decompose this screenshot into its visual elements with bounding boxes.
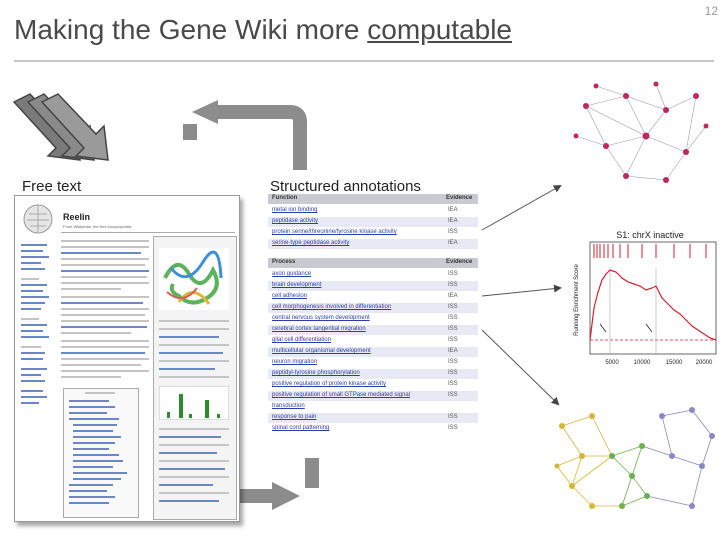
process-evidence-code: IEA xyxy=(448,293,458,299)
gsea-arrow-b xyxy=(645,323,653,333)
gsea-ylabel: Running Enrichment Score xyxy=(574,263,580,335)
process-row: response to pain ISS xyxy=(268,413,478,423)
gene-network-image-bottom xyxy=(554,407,715,509)
process-evidence-code: ISS xyxy=(448,315,458,321)
arrow-to-gsea-plot xyxy=(481,284,562,297)
function-term-link[interactable]: peptidase activity xyxy=(272,218,319,224)
process-evidence-code: IEA xyxy=(448,348,458,354)
function-term-link[interactable]: metal ion binding xyxy=(272,207,318,213)
process-evidence-code: ISS xyxy=(448,304,458,310)
process-evidence-code: ISS xyxy=(448,370,458,376)
process-term-link[interactable]: cell adhesion xyxy=(272,293,308,299)
process-evidence-code: ISS xyxy=(448,392,458,398)
process-evidence-header: Evidence xyxy=(446,259,473,265)
wiki-title-rule xyxy=(61,232,235,233)
title-emphasis: computable xyxy=(367,14,513,45)
process-term-link[interactable]: spinal cord patterning xyxy=(272,425,330,431)
process-row: cerebral cortex tangential migration ISS xyxy=(268,325,478,335)
gsea-tick-2: 10000 xyxy=(634,360,651,366)
gsea-frame xyxy=(589,241,717,355)
free-text-label: Free text xyxy=(22,178,82,195)
process-row: positive regulation of small GTPase medi… xyxy=(268,391,478,401)
expression-bar-chart xyxy=(159,386,229,420)
process-term-link[interactable]: multicellular organismal development xyxy=(272,348,371,354)
process-evidence-code: ISS xyxy=(448,282,458,288)
gsea-hit-ticks xyxy=(593,244,707,258)
function-evidence-code: IEA xyxy=(448,207,458,213)
gene-network-image-top xyxy=(573,81,709,183)
process-row: cell morphogenesis involved in different… xyxy=(268,303,478,313)
function-evidence-code: ISS xyxy=(448,229,458,235)
process-row: axon guidance ISS xyxy=(268,270,478,280)
process-row: transduction xyxy=(268,402,478,412)
wiki-article-title: Reelin xyxy=(63,212,91,222)
function-evidence-code: IEA xyxy=(448,240,458,246)
function-evidence-header: Evidence xyxy=(446,195,473,201)
function-row: peptidase activity IEA xyxy=(268,217,478,227)
process-term-link[interactable]: cerebral cortex tangential migration xyxy=(272,326,366,332)
process-header-row: Process Evidence xyxy=(268,258,478,268)
function-row: serine-type peptidase activity IEA xyxy=(268,239,478,249)
process-row: peptidyl-tyrosine phosphorylation ISS xyxy=(268,369,478,379)
process-evidence-code: ISS xyxy=(448,337,458,343)
process-row: central nervous system development ISS xyxy=(268,314,478,324)
wikipedia-article-thumbnail: Reelin From Wikipedia, the free encyclop… xyxy=(14,195,240,522)
process-term-link[interactable]: transduction xyxy=(272,403,305,409)
process-term-link[interactable]: peptidyl-tyrosine phosphorylation xyxy=(272,370,360,376)
gsea-tick-1: 5000 xyxy=(605,360,619,366)
function-header: Function xyxy=(272,195,298,201)
function-evidence-code: IEA xyxy=(448,218,458,224)
gsea-tick-4: 20000 xyxy=(696,360,713,366)
function-term-link[interactable]: serine-type peptidase activity xyxy=(272,240,350,246)
process-header: Process xyxy=(272,259,296,265)
gsea-title: S1: chrX inactive xyxy=(616,230,684,240)
process-term-link[interactable]: axon guidance xyxy=(272,271,312,277)
function-header-row: Function Evidence xyxy=(268,194,478,204)
process-evidence-code: ISS xyxy=(448,425,458,431)
function-row: protein serine/threonine/tyrosine kinase… xyxy=(268,228,478,238)
process-evidence-code: ISS xyxy=(448,326,458,332)
function-term-link[interactable]: protein serine/threonine/tyrosine kinase… xyxy=(272,229,397,235)
gsea-enrichment-curve xyxy=(589,269,717,341)
wiki-tagline: From Wikipedia, the free encyclopedia xyxy=(63,224,132,229)
slide-number: 12 xyxy=(704,4,718,18)
process-term-link[interactable]: response to pain xyxy=(272,414,317,420)
process-row: positive regulation of protein kinase ac… xyxy=(268,380,478,390)
process-term-link[interactable]: positive regulation of protein kinase ac… xyxy=(272,381,387,387)
process-row: neuron migration ISS xyxy=(268,358,478,368)
process-evidence-code: ISS xyxy=(448,271,458,277)
process-term-link[interactable]: neuron migration xyxy=(272,359,318,365)
function-row: metal ion binding IEA xyxy=(268,206,478,216)
wikipedia-globe-icon xyxy=(23,204,53,234)
arrow-to-network-bottom xyxy=(481,329,560,406)
process-term-link[interactable]: cell morphogenesis involved in different… xyxy=(272,304,392,310)
gsea-enrichment-plot: S1: chrX inactive Running Enrichment Sco… xyxy=(574,230,717,366)
process-evidence-code: ISS xyxy=(448,381,458,387)
process-term-link[interactable]: brain development xyxy=(272,282,322,288)
process-term-link[interactable]: central nervous system development xyxy=(272,315,370,321)
process-row: multicellular organismal development IEA xyxy=(268,347,478,357)
title-prefix: Making the Gene Wiki more xyxy=(14,14,368,45)
arrow-to-network-top xyxy=(481,185,562,231)
title-divider xyxy=(14,60,714,62)
process-evidence-code: ISS xyxy=(448,359,458,365)
stacked-arrows-icon xyxy=(12,93,109,161)
process-term-link[interactable]: positive regulation of small GTPase medi… xyxy=(272,392,411,398)
process-term-link[interactable]: glial cell differentiation xyxy=(272,337,331,343)
process-row: glial cell differentiation ISS xyxy=(268,336,478,346)
cycle-arrow-top-icon xyxy=(183,100,307,170)
process-row: spinal cord patterning ISS xyxy=(268,424,478,434)
structured-annotations-label: Structured annotations xyxy=(270,178,421,195)
connector-arrows xyxy=(481,185,562,406)
protein-structure-image xyxy=(159,248,229,310)
process-evidence-code: ISS xyxy=(448,414,458,420)
process-row: cell adhesion IEA xyxy=(268,292,478,302)
gsea-tick-3: 15000 xyxy=(666,360,683,366)
gsea-arrow-a xyxy=(599,323,607,333)
slide-title: Making the Gene Wiki more computable xyxy=(14,14,512,46)
process-row: brain development ISS xyxy=(268,281,478,291)
